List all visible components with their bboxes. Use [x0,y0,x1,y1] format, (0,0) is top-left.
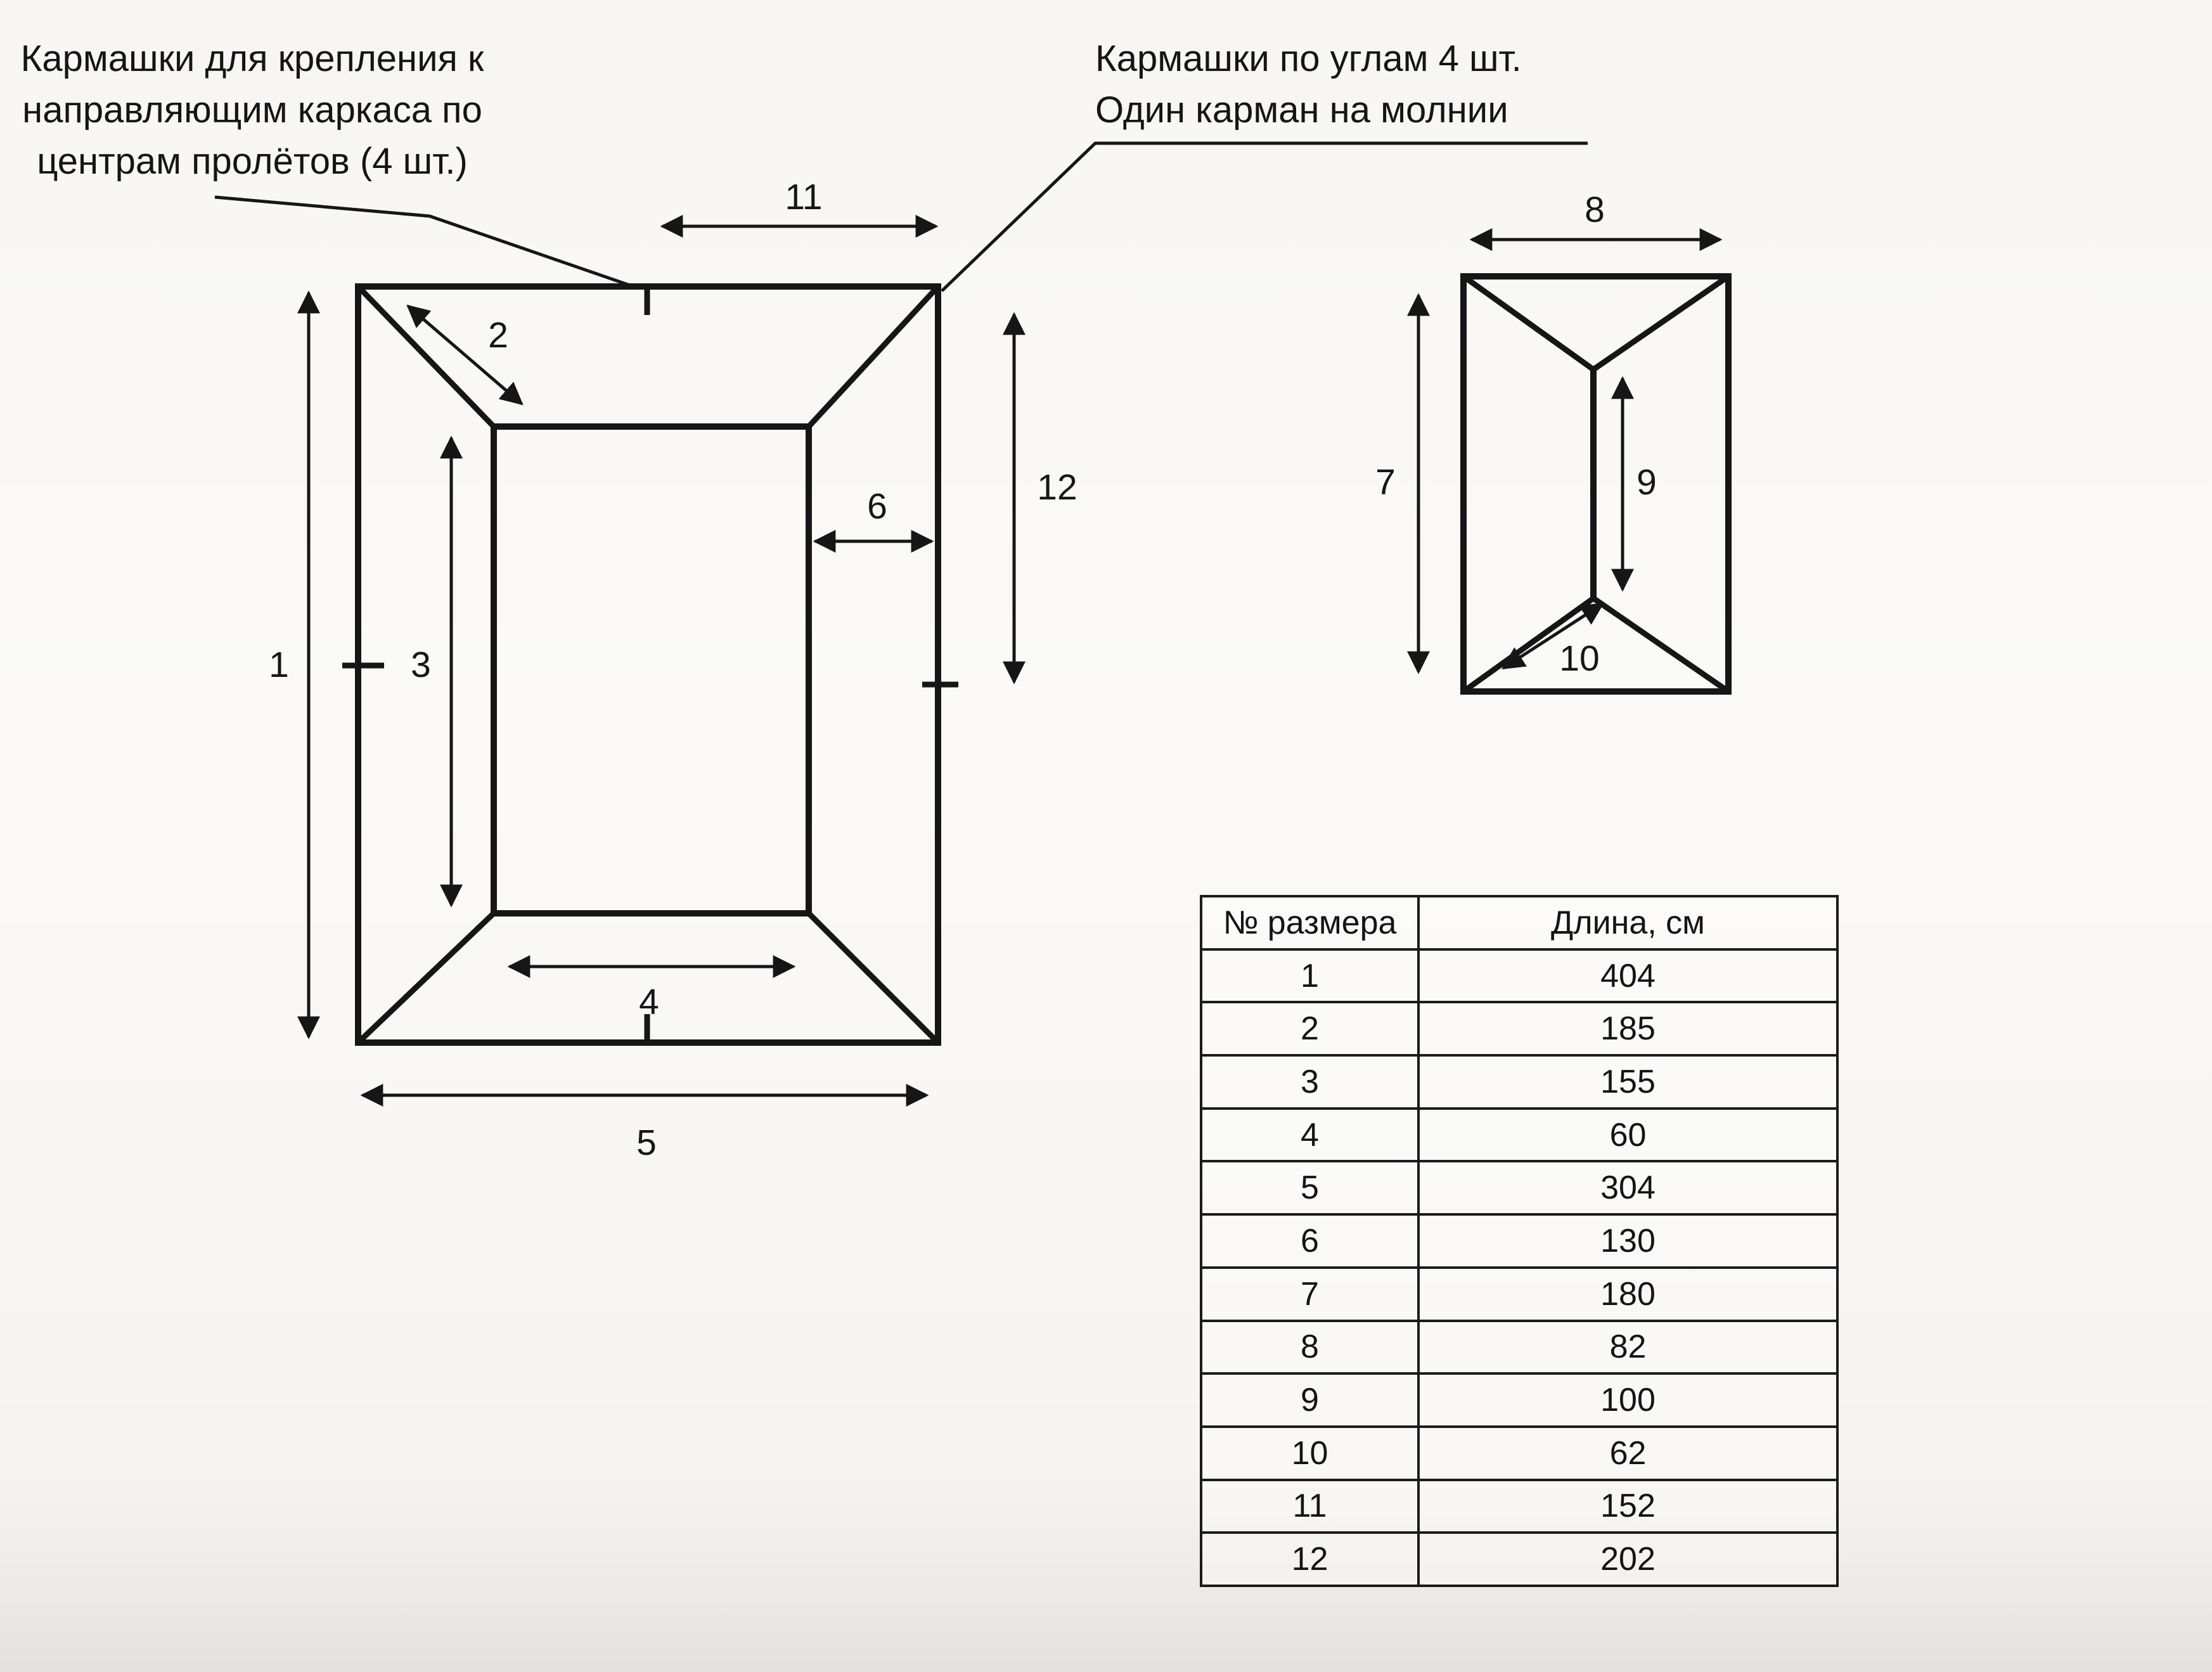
length-cell: 304 [1417,1160,1839,1216]
table-row: 7 180 [1200,1266,1839,1322]
length-cell: 100 [1417,1372,1839,1428]
dim-label-7: 7 [1375,462,1396,503]
table-header-size-no: № размера [1200,895,1420,951]
table-row: 6 130 [1200,1213,1839,1269]
size-no-cell: 4 [1200,1107,1420,1163]
pocket-dimension-labels: 8 7 9 10 [1375,190,1657,679]
dim-label-6: 6 [867,486,887,527]
size-no-cell: 5 [1200,1160,1420,1216]
fold-line-top-right [806,284,941,429]
note-mounting-pockets-line1: Кармашки для крепления к [20,38,484,79]
note-corner-pockets-line1: Кармашки по углам 4 шт. [1095,38,1522,79]
leader-mounting-pockets [214,195,640,290]
length-cell: 180 [1417,1266,1839,1322]
dim-label-5: 5 [636,1122,657,1163]
pocket-dimension-arrows [1407,228,1723,674]
length-cell: 60 [1417,1107,1839,1163]
dim-label-4: 4 [639,982,659,1022]
note-corner-pockets: Кармашки по углам 4 шт. Один карман на м… [1095,33,1522,136]
table-row: 11 152 [1200,1478,1839,1534]
pocket-fold-top-right [1591,274,1730,372]
pocket-fold-top-left [1462,274,1595,372]
length-cell: 202 [1417,1531,1839,1587]
size-no-cell: 11 [1200,1478,1420,1534]
table-row: 4 60 [1200,1107,1839,1163]
table-row: 10 62 [1200,1425,1839,1481]
pocket-fold-bottom-right [1591,596,1730,694]
dim-label-2: 2 [488,315,508,356]
main-dimension-labels: 11 1 2 3 4 5 6 12 [269,177,1077,1163]
length-cell: 82 [1417,1319,1839,1375]
table-row: 5 304 [1200,1160,1839,1216]
size-no-cell: 9 [1200,1372,1420,1428]
dim-label-9: 9 [1636,462,1657,503]
length-cell: 185 [1417,1001,1839,1057]
dim-label-8: 8 [1585,190,1605,230]
leader-lines [214,141,1588,292]
span-center-ticks [342,286,958,1043]
table-row: 8 82 [1200,1319,1839,1375]
table-row: 1 404 [1200,948,1839,1004]
sizes-table: № размера Длина, см 1 404 2 185 3 155 4 [1200,895,1839,1587]
size-no-cell: 12 [1200,1531,1420,1587]
length-cell: 155 [1417,1054,1839,1110]
fold-line-bottom-right [806,911,941,1045]
table-row: 9 100 [1200,1372,1839,1428]
note-corner-pockets-line2: Один карман на молнии [1095,89,1508,131]
length-cell: 404 [1417,948,1839,1004]
size-no-cell: 3 [1200,1054,1420,1110]
size-no-cell: 1 [1200,948,1420,1004]
length-cell: 152 [1417,1478,1839,1534]
table-row: 2 185 [1200,1001,1839,1057]
fold-line-bottom-left [356,911,496,1045]
length-cell: 62 [1417,1425,1839,1481]
corner-pocket-figure [1460,273,1732,695]
fold-line-top-left [356,284,496,429]
dim-label-1: 1 [269,645,289,685]
size-no-cell: 7 [1200,1266,1420,1322]
table-row: 3 155 [1200,1054,1839,1110]
dim-label-11: 11 [785,177,822,217]
pocket-outer-rect [1460,273,1732,695]
size-no-cell: 6 [1200,1213,1420,1269]
leader-corner-pockets [941,141,1588,292]
dim-label-12: 12 [1037,467,1077,508]
size-no-cell: 10 [1200,1425,1420,1481]
length-cell: 130 [1417,1213,1839,1269]
table-header-length: Длина, см [1417,895,1839,951]
size-no-cell: 8 [1200,1319,1420,1375]
table-header-row: № размера Длина, см [1200,895,1839,951]
size-no-cell: 2 [1200,1001,1420,1057]
note-mounting-pockets-line2: направляющим каркаса по [22,89,482,131]
dim-label-3: 3 [411,645,431,685]
main-dimension-arrows [297,215,1026,1107]
note-mounting-pockets-line3: центрам пролётов (4 шт.) [37,141,468,182]
main-inner-rect [491,423,812,916]
dim-label-10: 10 [1559,638,1599,679]
main-outer-rect [355,283,941,1046]
table-row: 12 202 [1200,1531,1839,1587]
note-mounting-pockets: Кармашки для крепления к направляющим ка… [11,33,493,187]
dim-arrow-2 [406,304,524,406]
dim-arrow-10 [1501,602,1605,670]
main-figure [342,283,958,1046]
